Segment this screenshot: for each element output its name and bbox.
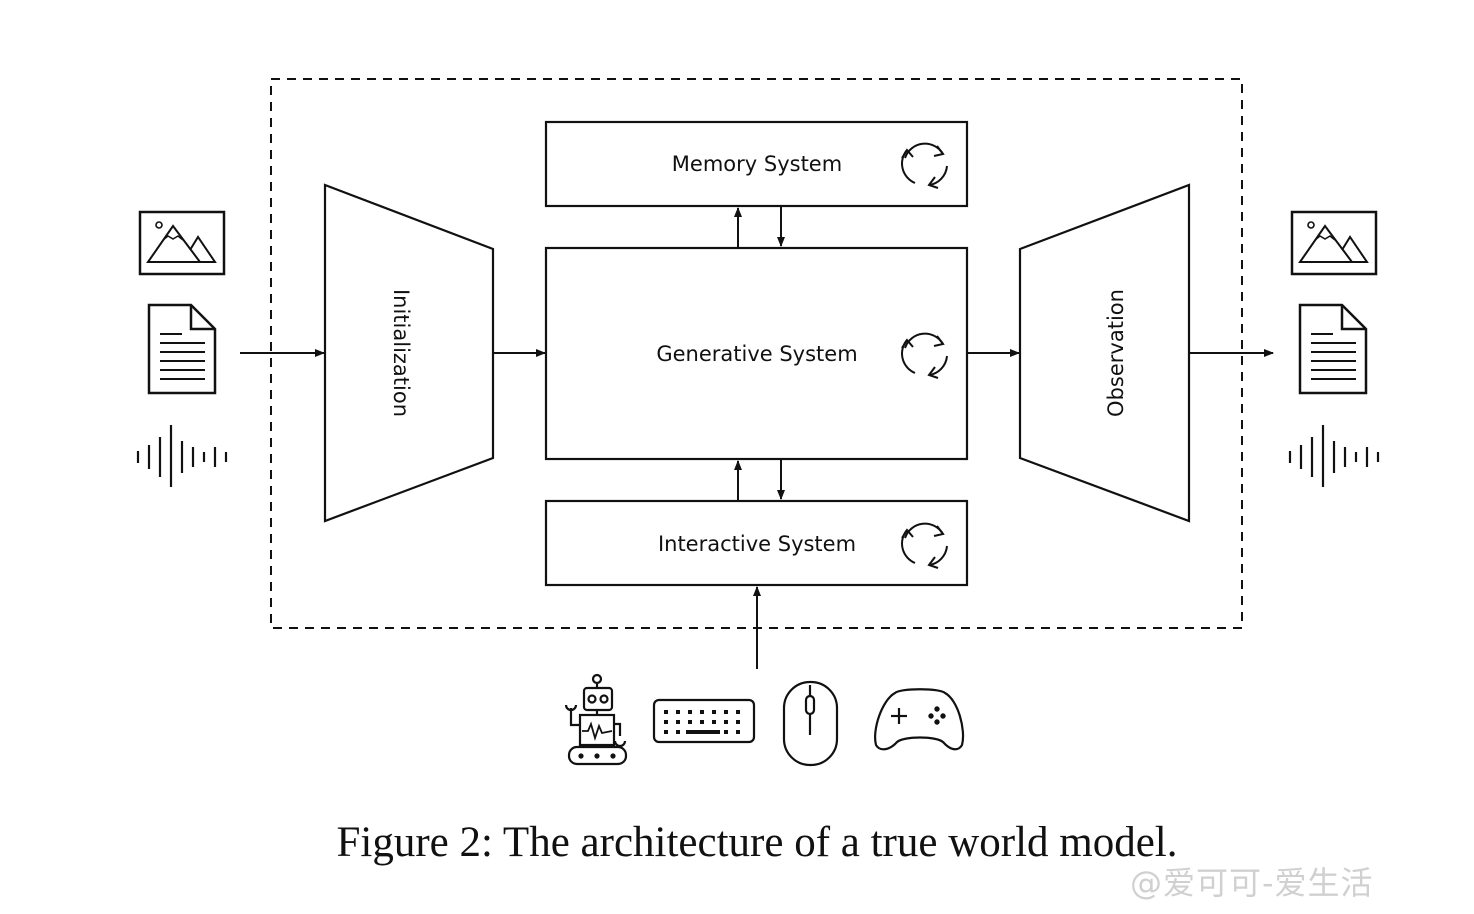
- input-modalities: [136, 210, 228, 489]
- memory-system-label: Memory System: [672, 152, 842, 176]
- interactive-system-block: Interactive System: [544, 499, 969, 587]
- robot-icon: [564, 673, 628, 766]
- output-image-icon: [1290, 210, 1378, 276]
- figure-caption: Figure 2: The architecture of a true wor…: [336, 819, 1178, 866]
- memory-system-block: Memory System: [544, 120, 969, 208]
- observation-block: Observation: [1018, 183, 1191, 523]
- keyboard-key: [736, 710, 740, 714]
- keyboard-key: [712, 710, 716, 714]
- interactive-system-label: Interactive System: [658, 532, 856, 556]
- output-audio-waveform-icon: [1288, 423, 1380, 489]
- keyboard-key: [700, 720, 704, 724]
- mouse-icon: [782, 680, 839, 767]
- generative-system-label: Generative System: [656, 342, 857, 366]
- watermark: @爱可可-爱生活: [1130, 864, 1374, 902]
- keyboard-key: [736, 720, 740, 724]
- keyboard-key: [664, 710, 668, 714]
- gamepad-icon: [874, 688, 965, 751]
- keyboard-key: [664, 720, 668, 724]
- keyboard-key: [724, 730, 728, 734]
- keyboard-key: [676, 710, 680, 714]
- keyboard-key: [688, 720, 692, 724]
- initialization-label: Initialization: [389, 289, 413, 417]
- output-document-icon: [1298, 303, 1368, 395]
- keyboard-key: [676, 720, 680, 724]
- observation-label: Observation: [1104, 289, 1128, 417]
- generative-system-block: Generative System: [544, 246, 969, 461]
- input-document-icon: [147, 303, 217, 395]
- initialization-block: Initialization: [323, 183, 495, 523]
- keyboard-key: [724, 710, 728, 714]
- keyboard-key: [712, 720, 716, 724]
- keyboard-icon: [652, 698, 756, 744]
- keyboard-spacebar: [686, 730, 720, 734]
- input-image-icon: [138, 210, 226, 276]
- keyboard-key: [664, 730, 668, 734]
- keyboard-key: [724, 720, 728, 724]
- interaction-devices: [564, 673, 965, 767]
- output-modalities: [1288, 210, 1380, 489]
- keyboard-key: [676, 730, 680, 734]
- keyboard-key: [700, 710, 704, 714]
- keyboard-key: [736, 730, 740, 734]
- keyboard-key: [688, 710, 692, 714]
- input-audio-waveform-icon: [136, 423, 228, 489]
